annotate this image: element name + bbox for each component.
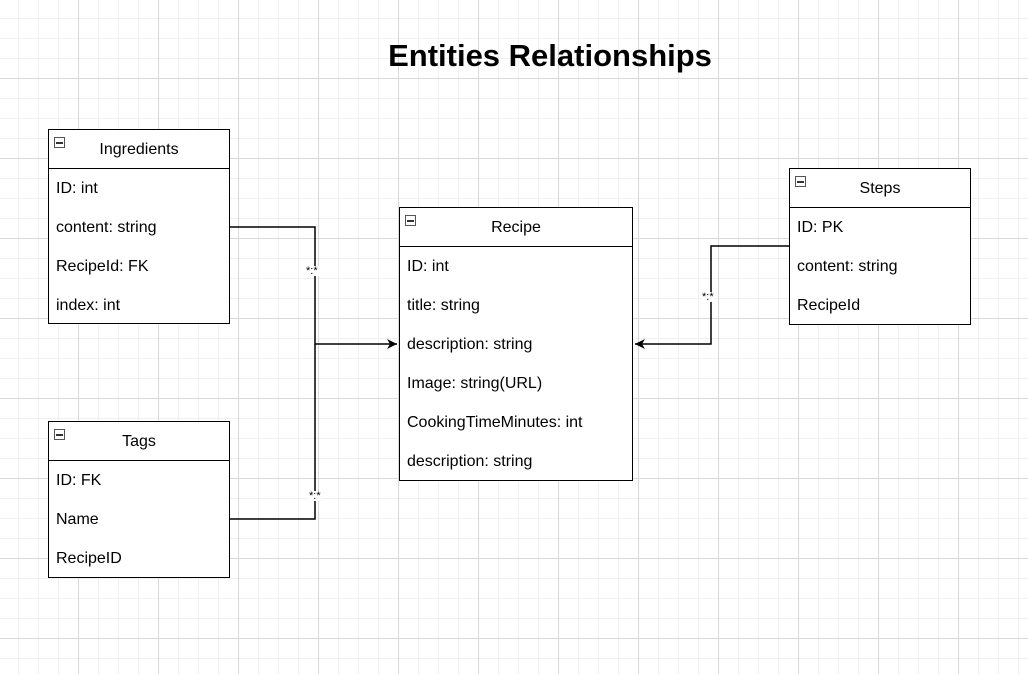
entity-field[interactable]: description: string — [407, 336, 533, 353]
entity-field[interactable]: description: string — [407, 453, 533, 470]
entity-ingredients[interactable]: Ingredients ID: int content: string Reci… — [48, 129, 230, 324]
entity-field[interactable]: RecipeId — [797, 297, 861, 314]
entity-field[interactable]: ID: int — [407, 258, 449, 275]
minus-square-icon[interactable] — [795, 176, 806, 187]
entity-header[interactable]: Tags — [49, 422, 229, 461]
entity-header[interactable]: Recipe — [400, 208, 632, 247]
entity-field[interactable]: content: string — [56, 219, 157, 236]
entity-field[interactable]: ID: PK — [797, 219, 844, 236]
entity-header[interactable]: Steps — [790, 169, 970, 208]
multiplicity-steps-recipe: *:* — [701, 291, 715, 303]
entity-steps[interactable]: Steps ID: PK content: string RecipeId — [789, 168, 971, 325]
entity-field[interactable]: RecipeID — [56, 550, 122, 567]
entity-recipe[interactable]: Recipe ID: int title: string description… — [399, 207, 633, 481]
minus-square-icon[interactable] — [54, 137, 65, 148]
entity-field[interactable]: index: int — [56, 297, 121, 314]
entity-field[interactable]: title: string — [407, 297, 480, 314]
entity-header[interactable]: Ingredients — [49, 130, 229, 169]
edge-tags-recipe[interactable] — [230, 344, 316, 520]
entity-field[interactable]: ID: FK — [56, 472, 102, 489]
diagram-title: Entities Relationships — [388, 38, 712, 73]
entity-name: Steps — [859, 180, 901, 197]
entity-field[interactable]: content: string — [797, 258, 898, 275]
entity-field[interactable]: CookingTimeMinutes: int — [407, 414, 583, 431]
multiplicity-ingredients-recipe: *:* — [305, 265, 319, 277]
minus-square-icon[interactable] — [54, 429, 65, 440]
entity-field[interactable]: Image: string(URL) — [407, 375, 543, 392]
entity-name: Ingredients — [99, 141, 179, 158]
multiplicity-tags-recipe: *:* — [308, 490, 322, 502]
entity-field[interactable]: RecipeId: FK — [56, 258, 149, 275]
entity-field[interactable]: ID: int — [56, 180, 98, 197]
entity-name: Recipe — [491, 219, 541, 236]
minus-square-icon[interactable] — [405, 215, 416, 226]
entity-tags[interactable]: Tags ID: FK Name RecipeID — [48, 421, 230, 578]
entity-name: Tags — [122, 433, 156, 450]
edge-ingredients-recipe[interactable] — [230, 226, 397, 349]
entity-field[interactable]: Name — [56, 511, 99, 528]
